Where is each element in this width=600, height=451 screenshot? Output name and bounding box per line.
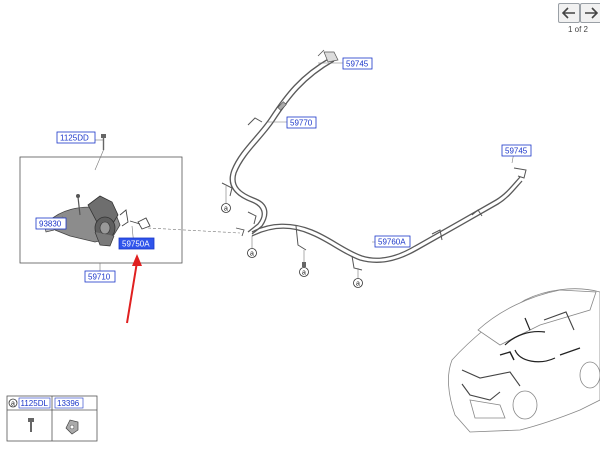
reference-marker-1: a [221,186,231,213]
callout-59745-top[interactable]: 59745 [342,57,373,70]
svg-text:93830: 93830 [39,220,62,229]
callout-59760a[interactable]: 59760A [374,235,411,248]
arrow-right-icon [585,7,598,19]
callout-1125dd[interactable]: 1125DD [56,131,96,144]
callout-59710[interactable]: 59710 [84,270,116,283]
page-indicator: 1 of 2 [567,25,588,34]
svg-text:59770: 59770 [290,119,313,128]
nut-icon [65,419,79,435]
svg-text:59750A: 59750A [122,240,150,249]
callout-93830[interactable]: 93830 [35,217,67,230]
callout-59750a[interactable]: 59750A [118,237,155,250]
bolt-icon [28,418,34,432]
next-page-button[interactable] [580,3,600,23]
reference-marker-2: a [247,236,257,258]
legend-part1-box [18,397,51,409]
cable-59760a [235,167,527,271]
svg-text:a: a [356,281,360,288]
arrow-left-icon [562,7,575,19]
callout-59745-right[interactable]: 59745 [501,144,532,157]
bolt-1125dd [94,134,106,171]
svg-text:59710: 59710 [88,273,111,282]
legend-ref-marker: a [11,401,15,408]
legend-part2-label: 13396 [57,399,80,408]
cable-59770 [221,49,339,235]
legend-part2-box [54,397,84,409]
svg-text:a: a [250,251,254,258]
svg-text:59745: 59745 [505,147,528,156]
fastener-legend-table: a 1125DL 13396 [6,395,98,442]
vehicle-locator-image [448,288,600,433]
legend-part1-label: 1125DL [21,399,49,408]
svg-text:59760A: 59760A [378,238,406,247]
svg-text:a: a [224,206,228,213]
dashed-connection-line [147,227,241,234]
reference-marker-3: a [299,250,309,277]
pointer-arrow [126,254,142,324]
svg-text:59745: 59745 [346,60,369,69]
assembly-frame [19,156,183,264]
svg-text:a: a [302,270,306,277]
callout-59770[interactable]: 59770 [286,116,317,129]
previous-page-button[interactable] [558,3,580,23]
svg-text:1125DD: 1125DD [60,134,89,143]
reference-marker-4: a [353,268,363,288]
